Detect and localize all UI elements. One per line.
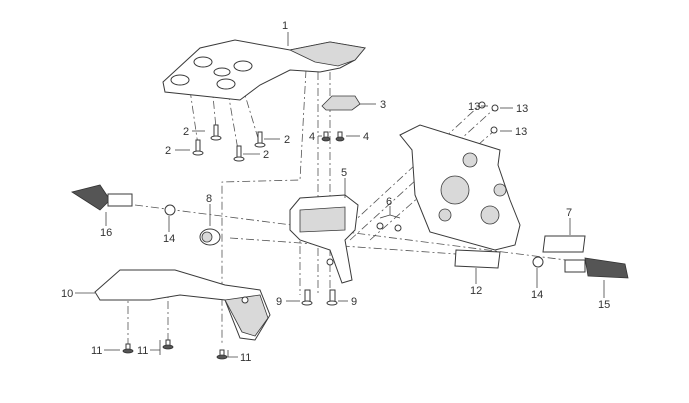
part-12-plate [454, 249, 501, 269]
callout-7: 7 [566, 207, 572, 219]
part-5-main-bracket [289, 194, 359, 284]
leader-lines [75, 32, 605, 358]
callout-9: 9 [276, 296, 282, 308]
part-1-top-bracket [162, 39, 366, 101]
callout-2: 2 [263, 149, 269, 161]
callout-10: 10 [61, 288, 73, 300]
callout-11: 11 [137, 345, 148, 357]
callout-13: 13 [515, 126, 527, 138]
part-7-plate [542, 235, 586, 253]
part-16-indicator [71, 184, 133, 211]
callout-14: 14 [531, 289, 543, 301]
part-15-indicator [564, 257, 629, 279]
callout-15: 15 [598, 299, 610, 311]
callout-16: 16 [100, 227, 112, 239]
callout-2: 2 [183, 126, 189, 138]
callout-11: 11 [240, 352, 251, 364]
part-10-lower-bracket [94, 269, 271, 341]
callout-11: 11 [91, 345, 102, 357]
part-14-nuts [164, 204, 544, 268]
part-6-bolts [376, 222, 402, 232]
license-plate-bracket [399, 124, 521, 251]
callout-4: 4 [363, 131, 369, 143]
screws [122, 101, 499, 360]
callout-1: 1 [282, 20, 288, 32]
callout-2: 2 [284, 134, 290, 146]
callout-12: 12 [470, 285, 482, 297]
center-lines [127, 69, 606, 348]
callout-14: 14 [163, 233, 175, 245]
callout-labels: 1 2 2 2 2 3 4 4 5 6 7 8 9 9 10 11 11 11 … [61, 20, 610, 364]
part-8-collar [199, 228, 221, 246]
callout-13: 13 [468, 101, 480, 113]
part-3-clamp [321, 95, 361, 111]
callout-4: 4 [309, 131, 315, 143]
callout-9: 9 [351, 296, 357, 308]
callout-3: 3 [380, 99, 386, 111]
callout-13: 13 [516, 103, 528, 115]
callout-8: 8 [206, 193, 212, 205]
callout-5: 5 [341, 167, 347, 179]
callout-2: 2 [165, 145, 171, 157]
callout-6: 6 [386, 196, 392, 208]
